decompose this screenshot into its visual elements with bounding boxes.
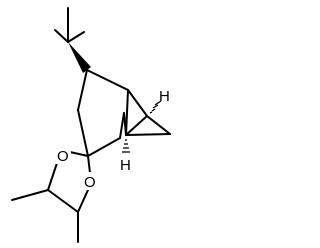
dioxolane-bond-spiro-obot	[87, 155, 91, 174]
ring-bond-c1-c2	[119, 112, 125, 139]
ring-bond-c4-c5	[86, 69, 129, 91]
cyclopropane-bond-right	[146, 115, 171, 135]
cyclopropane-bond-fusion	[125, 115, 148, 136]
ring-bond-spiro-c3	[77, 109, 89, 157]
ring-bond-c3-c4	[77, 69, 88, 111]
hydrogen-atom-lower: H	[120, 157, 131, 174]
ring-bond-c2-spiro	[87, 137, 121, 157]
hydrogen-atom-upper: H	[159, 88, 170, 105]
methyl-bond-left	[11, 189, 49, 201]
wedge-bond-tbutyl	[68, 42, 91, 73]
oxygen-atom-top: O	[57, 148, 69, 165]
dioxolane-bond-c-c	[47, 189, 79, 213]
dioxolane-bond-spiro-otop	[69, 151, 89, 157]
cyclopropane-bond-bottom	[125, 133, 171, 136]
tbutyl-methyl-bond-right	[67, 31, 85, 43]
dioxolane-bond-otop-c	[47, 159, 59, 191]
ring-bond-c5-c6	[125, 89, 129, 136]
hashed-bond-upper-h	[149, 100, 162, 114]
tbutyl-methyl-bond-left	[54, 29, 69, 43]
cyclopropane-bond-top	[127, 89, 148, 117]
dioxolane-bond-c-obot	[77, 189, 89, 213]
molecule-diagram: O O H H	[11, 7, 171, 243]
oxygen-atom-bottom: O	[84, 174, 96, 191]
hashed-bond-lower-h	[122, 139, 130, 153]
